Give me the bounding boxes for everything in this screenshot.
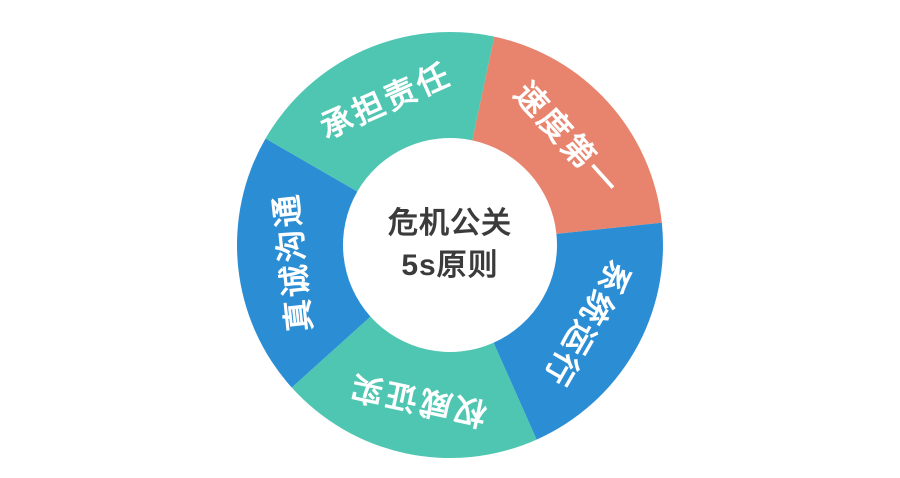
donut-segment-system-operation: [493, 222, 663, 440]
donut-segment-authoritative-confirmation: [291, 316, 537, 459]
center-title-line2: 5s原则: [401, 249, 499, 282]
center-title-line1: 危机公关: [388, 207, 512, 240]
donut-segment-sincere-communication: [237, 138, 371, 388]
donut-center-title: 危机公关 5s原则: [388, 203, 512, 287]
donut-segment-speed-first: [472, 36, 662, 234]
donut-segment-shoulder-responsibility: [265, 31, 495, 192]
